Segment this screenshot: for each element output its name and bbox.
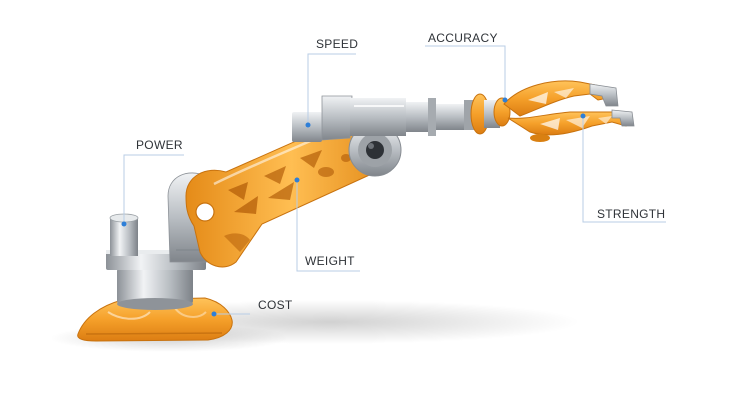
callout-line-weight xyxy=(296,180,360,272)
label-accuracy: ACCURACY xyxy=(428,31,498,45)
label-power: POWER xyxy=(136,138,183,152)
label-weight: WEIGHT xyxy=(305,254,355,268)
callout-line-speed xyxy=(307,53,356,125)
gripper xyxy=(503,80,635,142)
label-speed: SPEED xyxy=(316,37,359,51)
label-cost: COST xyxy=(258,298,293,312)
callout-line-accuracy xyxy=(425,45,506,100)
robot-base xyxy=(77,213,233,342)
callout-dot-speed xyxy=(305,122,311,128)
callout-dot-weight xyxy=(294,177,300,183)
callout-dot-cost xyxy=(211,311,217,317)
callout-line-power xyxy=(123,154,184,224)
elbow-joint xyxy=(348,123,402,177)
wrist-joint xyxy=(470,93,511,135)
callout-dot-strength xyxy=(580,113,586,119)
callout-line-strength xyxy=(582,116,666,223)
callout-dot-power xyxy=(121,221,127,227)
label-strength: STRENGTH xyxy=(597,207,666,221)
upper-arm xyxy=(185,116,398,268)
callout-lines xyxy=(123,45,666,315)
callout-dots xyxy=(121,97,586,317)
callout-dot-accuracy xyxy=(502,97,508,103)
forearm-spindle xyxy=(292,95,474,142)
